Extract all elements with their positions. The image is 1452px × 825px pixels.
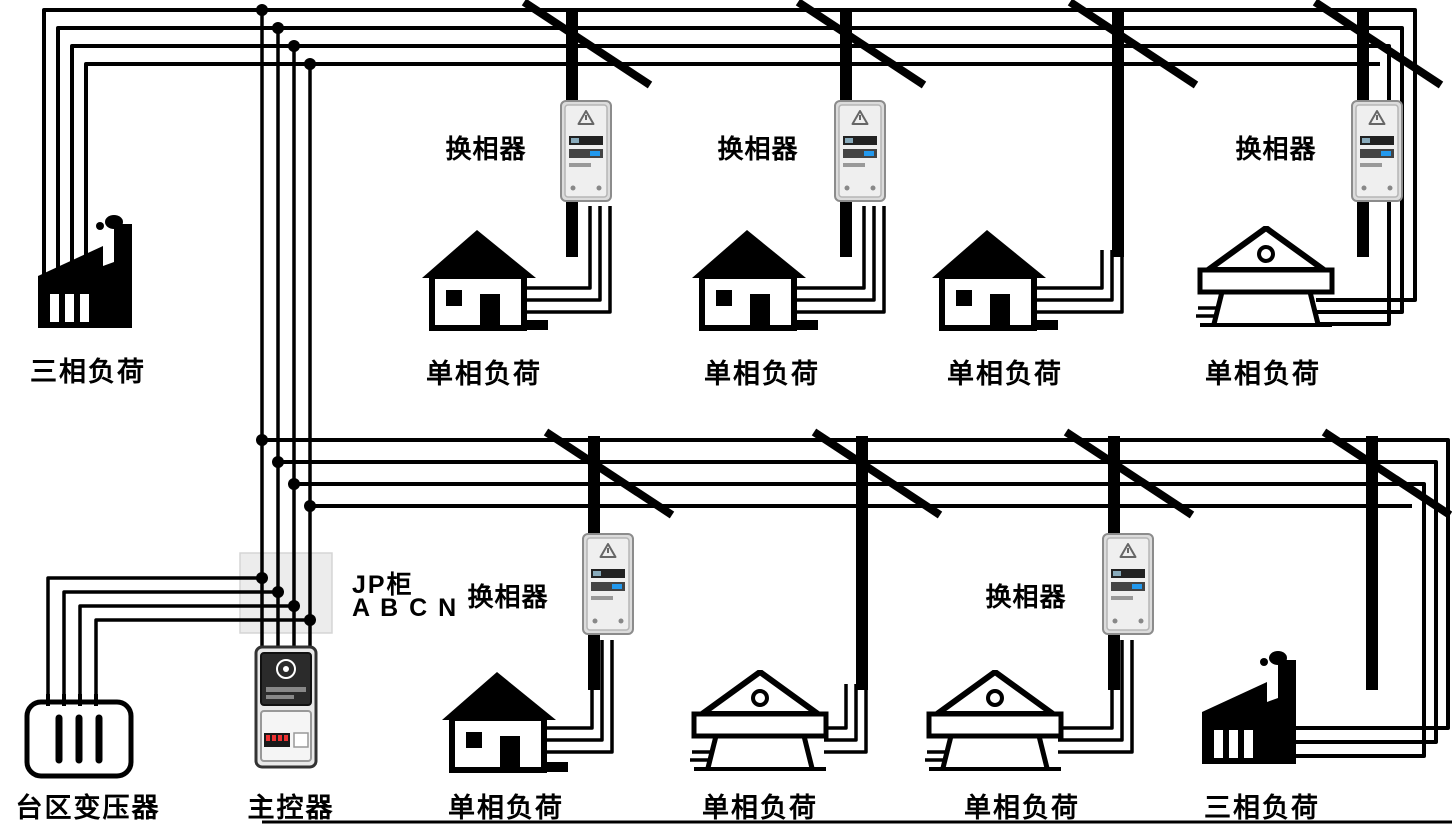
controller-icon — [254, 645, 318, 769]
utility-pole — [811, 428, 943, 690]
pavilion-house-icon — [925, 672, 1061, 769]
phase-changer-icon — [834, 100, 886, 202]
label-phase-changer-bottom-1: 换相器 — [467, 582, 549, 612]
label-main-controller: 主控器 — [247, 793, 335, 823]
power-lines-top — [42, 8, 1417, 326]
label-phase-changer-bottom-2: 换相器 — [985, 582, 1067, 612]
utility-poles-bottom — [543, 428, 1452, 690]
phase-changer-icon — [582, 533, 634, 635]
pavilion-house-icon — [690, 672, 826, 769]
label-jp-cabinet: JP柜 — [352, 571, 414, 599]
label-single-phase-top-3: 单相负荷 — [947, 359, 1063, 389]
jp-riser-lines — [260, 10, 312, 650]
label-single-phase-bottom-3: 单相负荷 — [964, 793, 1080, 823]
junction-dots — [256, 4, 316, 626]
house-icon — [422, 230, 548, 330]
utility-pole — [1067, 0, 1199, 257]
label-phase-changer-top-2: 换相器 — [717, 134, 799, 164]
label-single-phase-top-4: 单相负荷 — [1205, 359, 1321, 389]
label-single-phase-top-1: 单相负荷 — [426, 359, 542, 389]
pavilion-house-icon — [1196, 228, 1332, 325]
label-single-phase-bottom-2: 单相负荷 — [702, 793, 818, 823]
label-transformer: 台区变压器 — [15, 793, 161, 823]
phase-changer-icon — [1102, 533, 1154, 635]
label-three-phase-load-bottom: 三相负荷 — [1204, 793, 1320, 823]
transformer-icon — [27, 694, 131, 776]
label-phase-changer-top-1: 换相器 — [445, 134, 527, 164]
label-phase-changer-top-3: 换相器 — [1235, 134, 1317, 164]
label-three-phase-load-top: 三相负荷 — [30, 357, 146, 387]
service-drop-lines — [524, 206, 1134, 754]
house-icon — [692, 230, 818, 330]
utility-pole — [1321, 428, 1452, 690]
phase-changer-icon — [1351, 100, 1403, 202]
power-lines-bottom — [262, 438, 1450, 758]
house-icon — [932, 230, 1058, 330]
transformer-lines — [46, 576, 310, 700]
label-single-phase-bottom-1: 单相负荷 — [448, 793, 564, 823]
phase-changer-icon — [560, 100, 612, 202]
label-single-phase-top-2: 单相负荷 — [704, 359, 820, 389]
factory-icon — [1202, 651, 1296, 764]
label-jp-cabinet-phases: A B C N — [352, 594, 459, 622]
house-icon — [442, 672, 568, 772]
